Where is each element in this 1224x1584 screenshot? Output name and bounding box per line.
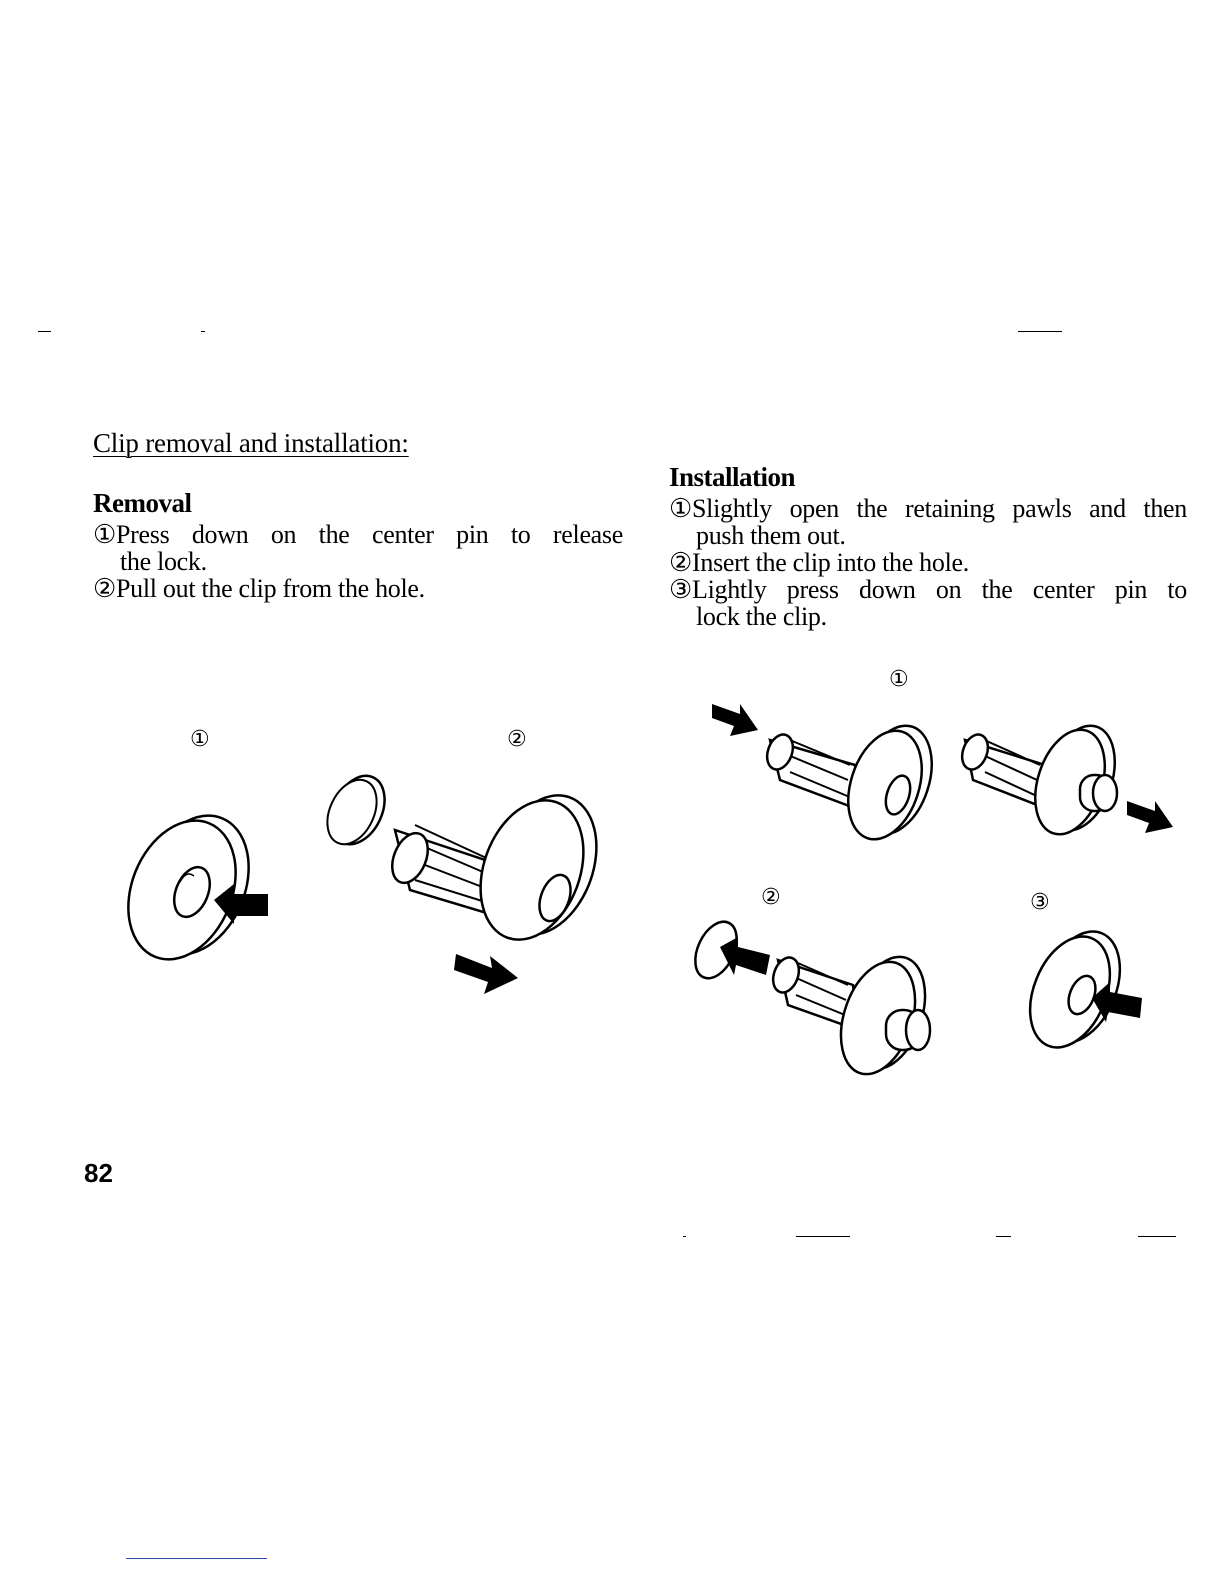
step-text: Lightly press down on the center pin to [692, 575, 1187, 604]
installation-section: Installation ①Slightly open the retainin… [669, 462, 1187, 630]
scan-mark [1138, 1236, 1176, 1237]
installation-step-continued: push them out. [669, 522, 1187, 549]
step-number: ② [93, 575, 116, 602]
removal-step-continued: the lock. [93, 548, 623, 575]
installation-step: ③Lightly press down on the center pin to [669, 576, 1187, 603]
scan-mark [201, 331, 205, 332]
clip-icon [955, 720, 1125, 850]
removal-step: ①Press down on the center pin to release [93, 521, 623, 548]
step-text: Pull out the clip from the hole. [116, 574, 425, 603]
removal-step: ②Pull out the clip from the hole. [93, 575, 623, 602]
arrow-icon [718, 935, 773, 977]
scan-mark [38, 331, 51, 332]
step-text-continued: lock the clip. [669, 603, 1187, 630]
removal-section: Removal ①Press down on the center pin to… [93, 488, 623, 602]
step-number: ③ [669, 576, 692, 603]
step-text: Insert the clip into the hole. [692, 548, 969, 577]
step-number: ① [669, 495, 692, 522]
removal-heading: Removal [93, 488, 623, 519]
scan-mark [796, 1236, 850, 1237]
arrow-icon [452, 948, 522, 998]
step-text: Slightly open the retaining pawls and th… [692, 494, 1187, 523]
removal-figure-marker-2: ② [507, 727, 527, 752]
arrow-icon [710, 700, 760, 740]
scan-mark [1018, 331, 1062, 332]
removal-figure-marker-1: ① [190, 727, 210, 752]
step-text: Press down on the center pin to release [116, 520, 623, 549]
arrow-icon [212, 880, 272, 930]
step-number: ① [93, 521, 116, 548]
installation-figure-marker-3: ③ [1030, 890, 1050, 915]
scan-mark [683, 1236, 686, 1237]
installation-figure-marker-2: ② [761, 885, 781, 910]
scan-mark [126, 1558, 267, 1559]
page-number: 82 [84, 1158, 113, 1189]
arrow-icon [1090, 980, 1145, 1025]
installation-step-continued: lock the clip. [669, 603, 1187, 630]
installation-step: ①Slightly open the retaining pawls and t… [669, 495, 1187, 522]
scan-mark [996, 1236, 1011, 1237]
clip-icon [320, 770, 610, 970]
arrow-icon [1125, 795, 1175, 835]
installation-figure-marker-1: ① [889, 667, 909, 692]
step-text-continued: the lock. [93, 548, 623, 575]
step-number: ② [669, 549, 692, 576]
installation-step: ②Insert the clip into the hole. [669, 549, 1187, 576]
section-title: Clip removal and installation: [93, 428, 409, 459]
installation-heading: Installation [669, 462, 1187, 493]
clip-icon [760, 720, 940, 850]
step-text-continued: push them out. [669, 522, 1187, 549]
